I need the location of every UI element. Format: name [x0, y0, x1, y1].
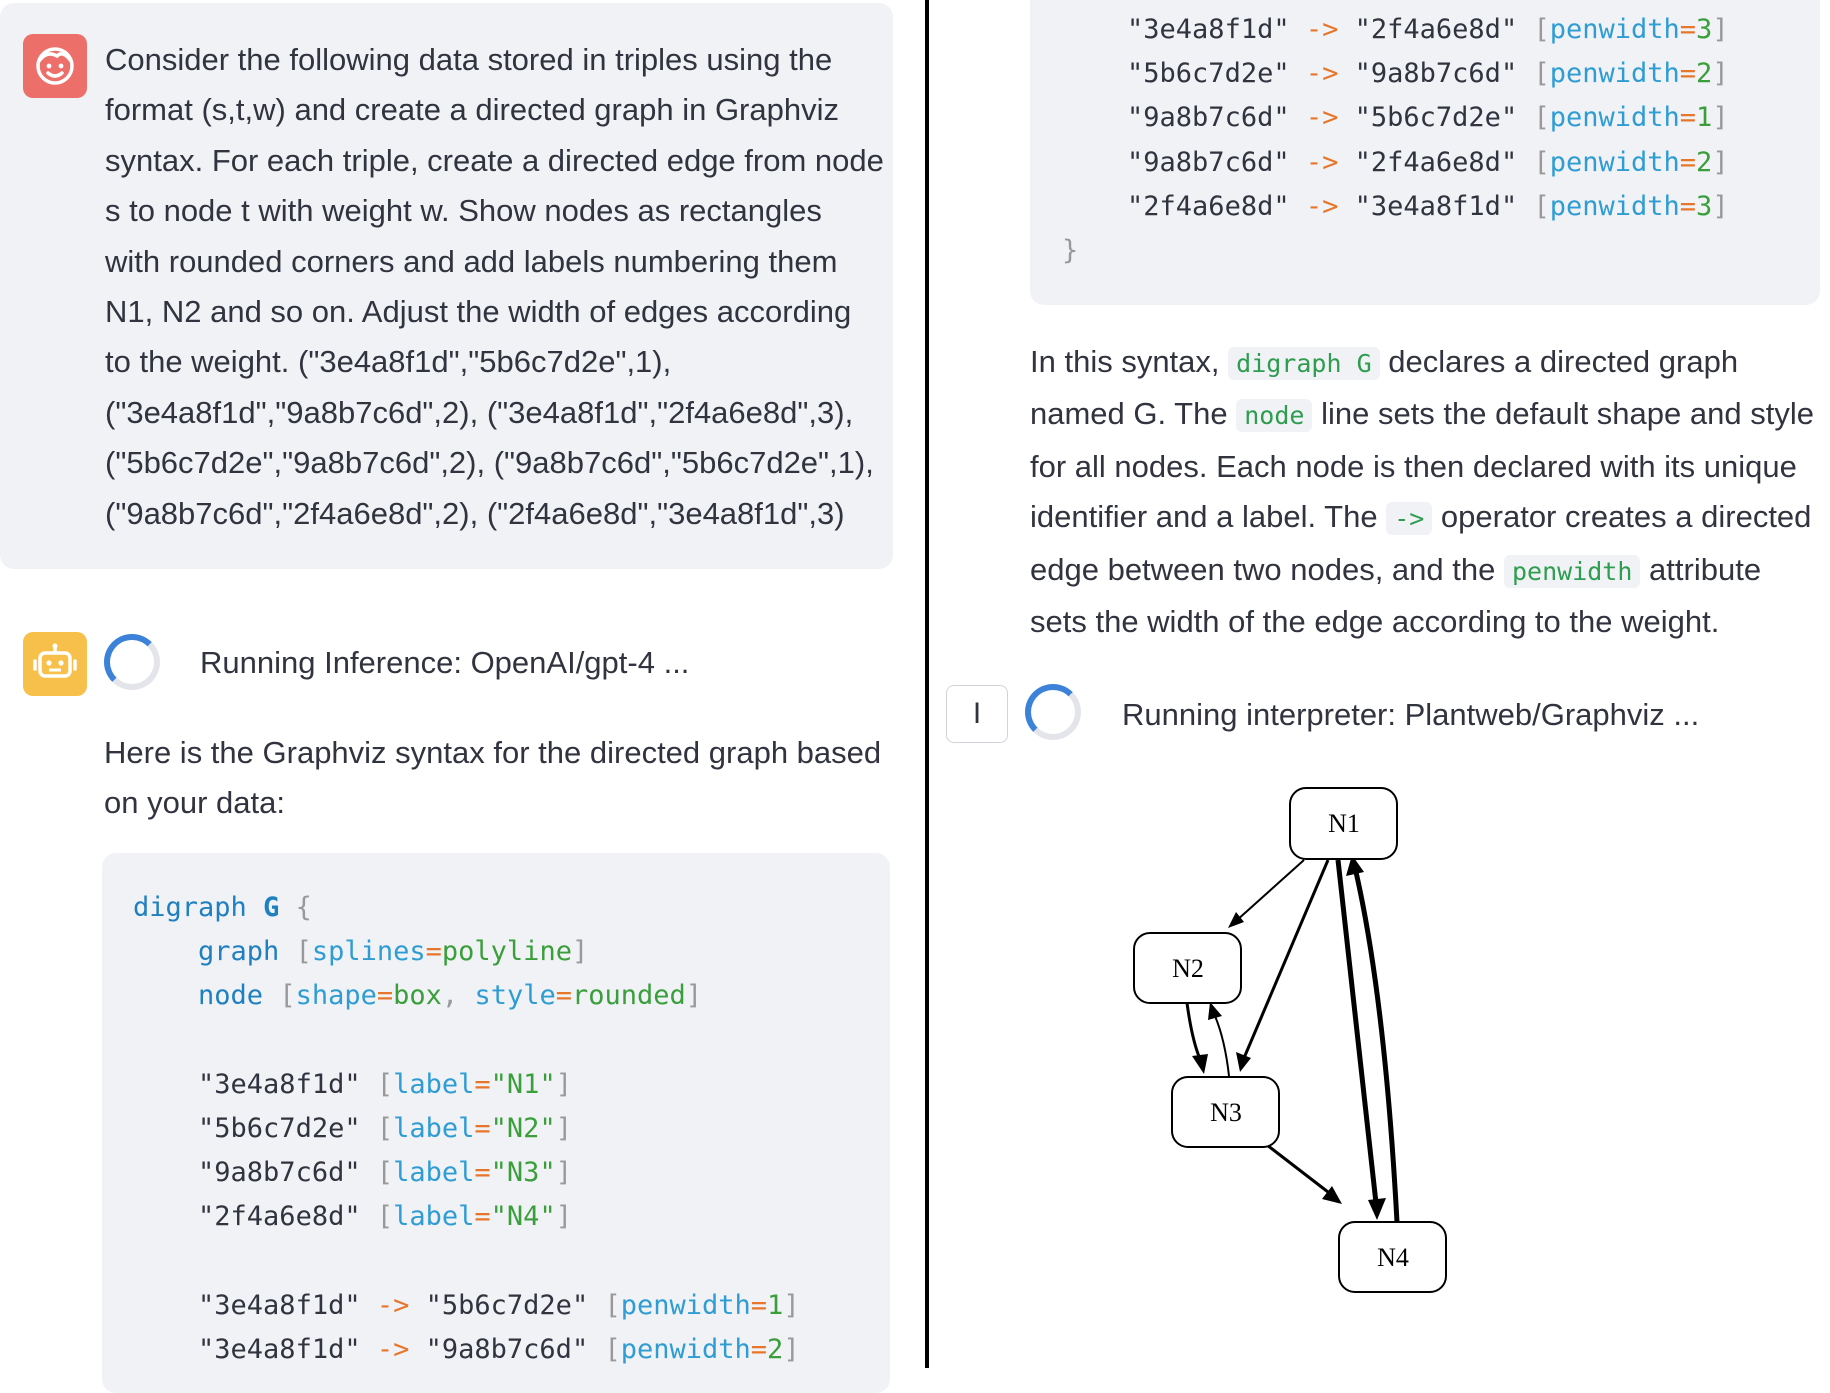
graph-node-n1 — [1289, 787, 1398, 860]
arrowhead-n2-n3 — [1192, 1054, 1208, 1074]
edge-n1-n3 — [1242, 859, 1330, 1059]
arrowhead-n3-n2 — [1208, 1002, 1222, 1020]
edge-n1-n4 — [1335, 859, 1379, 1204]
code-block-right — [1030, 0, 1820, 305]
interpreter-spinner — [1025, 684, 1081, 740]
arrowhead-n3-n4 — [1322, 1186, 1342, 1204]
graph-node-n2-label: N2 — [1172, 954, 1204, 983]
explanation-text: In this syntax, digraph G declares a dir… — [1030, 344, 1814, 640]
panel-divider — [925, 0, 929, 1368]
graph-node-n1-label: N1 — [1328, 809, 1360, 838]
arrowhead-n4-n1 — [1346, 855, 1364, 876]
graph-node-n4-label: N4 — [1377, 1243, 1409, 1272]
code-block-left — [102, 853, 890, 1393]
graph-node-n3 — [1171, 1076, 1280, 1148]
interpreter-status: Running interpreter: Plantweb/Graphviz .… — [1122, 697, 1700, 732]
user-message — [0, 3, 893, 569]
edge-n1-n2 — [1235, 859, 1305, 922]
user-avatar — [23, 34, 87, 98]
inference-status: Running Inference: OpenAI/gpt-4 ... — [200, 645, 690, 680]
stop-button[interactable]: I — [946, 685, 1008, 743]
arrowhead-n1-n4 — [1368, 1198, 1386, 1220]
rendered-graph: N1 N2 N3 N4 — [1133, 787, 1447, 1293]
assistant-avatar — [23, 632, 87, 696]
response-intro: Here is the Graphviz syntax for the dire… — [104, 735, 882, 821]
arrowhead-n1-n2 — [1228, 912, 1244, 928]
edge-n3-n2 — [1214, 1015, 1230, 1077]
user-prompt-text: Consider the following data stored in tr… — [105, 42, 884, 531]
edge-n3-n4 — [1266, 1143, 1329, 1194]
code-content-right: "3e4a8f1d" -> "2f4a6e8d" [penwidth=3] "5… — [1062, 14, 1729, 267]
edge-n4-n1 — [1353, 871, 1400, 1223]
arrowhead-n1-n3 — [1236, 1052, 1251, 1072]
code-content-left: digraph G { graph [splines=polyline] nod… — [133, 892, 800, 1366]
robot-icon — [33, 643, 77, 678]
inference-spinner — [104, 634, 160, 690]
user-face-icon — [36, 47, 74, 85]
graph-node-n2 — [1133, 932, 1242, 1004]
graph-node-n3-label: N3 — [1210, 1098, 1242, 1127]
edge-n2-n3 — [1185, 1002, 1202, 1060]
graph-node-n4 — [1338, 1221, 1447, 1293]
